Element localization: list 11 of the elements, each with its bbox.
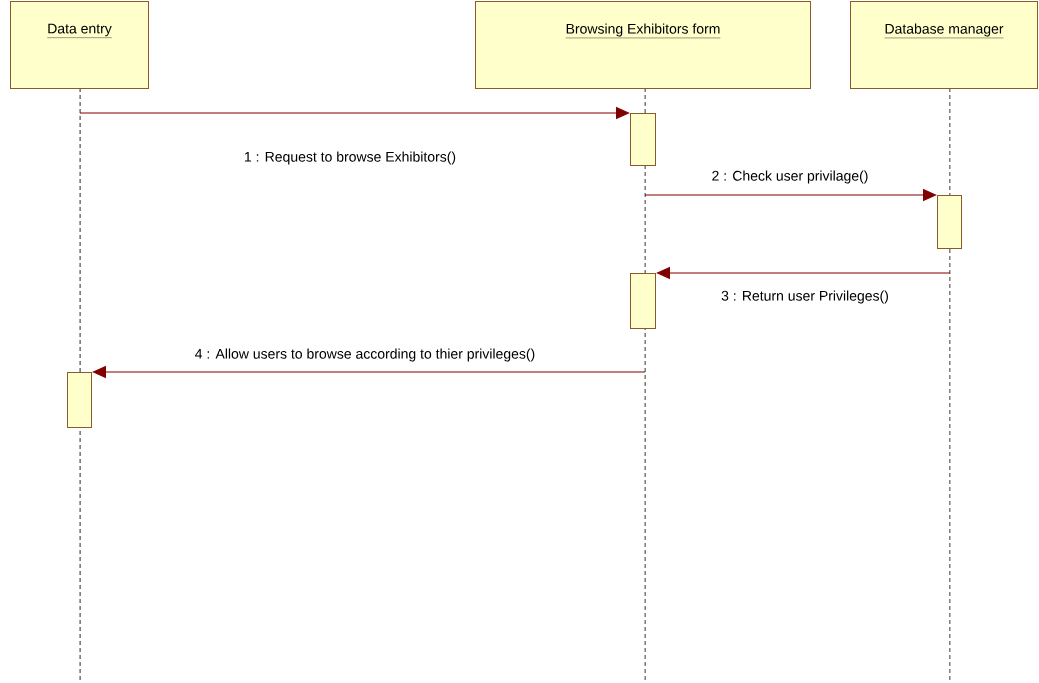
- activation-bar: [630, 273, 656, 329]
- edge-label: 2 : Check user privilage(): [710, 169, 870, 185]
- edge-label: 3 : Return user Privileges(): [720, 289, 890, 305]
- edge-label: 4 : Allow users to browse according to thier privileges(): [193, 347, 537, 363]
- activation-bar: [937, 195, 962, 249]
- lifeline-header: Database manager: [850, 1, 1038, 89]
- edge-label: 1 : Request to browse Exhibitors(): [242, 150, 458, 166]
- lifeline-header: Data entry: [10, 1, 149, 89]
- lifeline-header: Browsing Exhibitors form: [475, 1, 811, 89]
- activation-bar: [630, 113, 656, 166]
- activation-bar: [67, 372, 92, 428]
